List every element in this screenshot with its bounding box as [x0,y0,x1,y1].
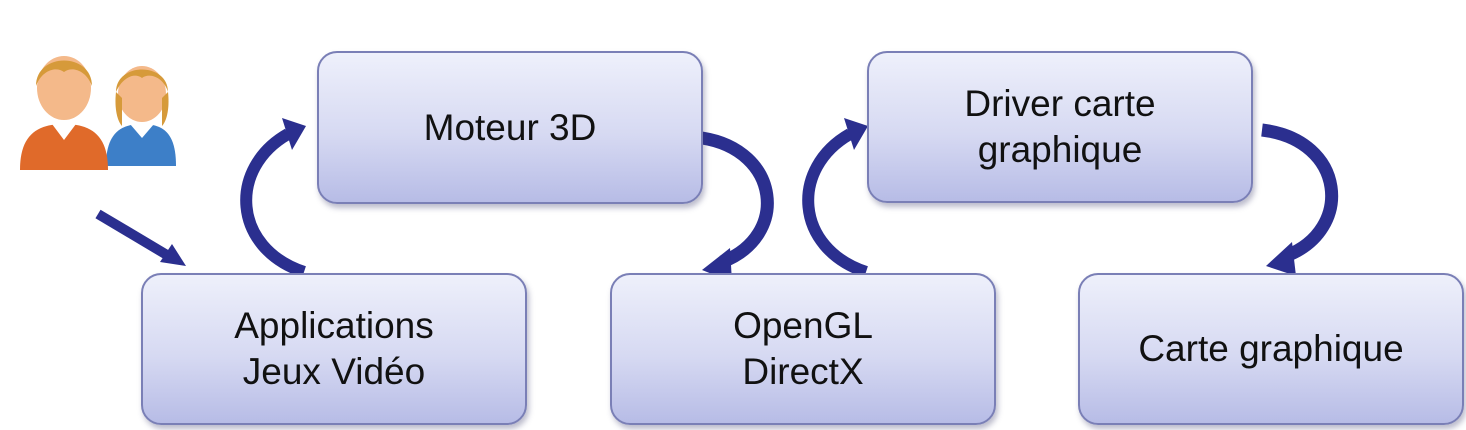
users-icon [20,56,176,170]
node-opengl-line1: OpenGL [733,305,873,346]
node-driver-label: Driver carte graphique [964,81,1155,173]
users-to-applications-arrow [95,209,186,266]
applications-to-moteur-arrow [240,118,307,278]
node-moteur-line1: Moteur 3D [423,106,597,148]
moteur-to-opengl-arrow [700,131,774,282]
node-opengl-label: OpenGL DirectX [733,303,873,395]
opengl-to-driver-arrow [802,118,869,278]
node-applications-line2: Jeux Vidéo [242,351,426,392]
node-applications-line1: Applications [234,305,434,346]
node-driver-line2: graphique [977,129,1143,170]
node-carte-label: Carte graphique [1138,326,1403,372]
node-applications-label: Applications Jeux Vidéo [234,303,434,395]
node-applications: Applications Jeux Vidéo [141,273,527,425]
node-opengl-directx: OpenGL DirectX [610,273,996,425]
node-opengl-line2: DirectX [742,351,864,392]
driver-to-carte-arrow [1261,123,1339,276]
node-moteur-label: Moteur 3D [424,105,597,151]
node-driver-line1: Driver carte [964,83,1156,124]
user-right-icon [106,66,176,166]
node-moteur-3d: Moteur 3D [317,51,703,204]
user-left-icon [20,56,108,170]
node-carte-line1: Carte graphique [1138,328,1404,369]
node-carte-graphique: Carte graphique [1078,273,1464,425]
node-driver-carte-graphique: Driver carte graphique [867,51,1253,203]
